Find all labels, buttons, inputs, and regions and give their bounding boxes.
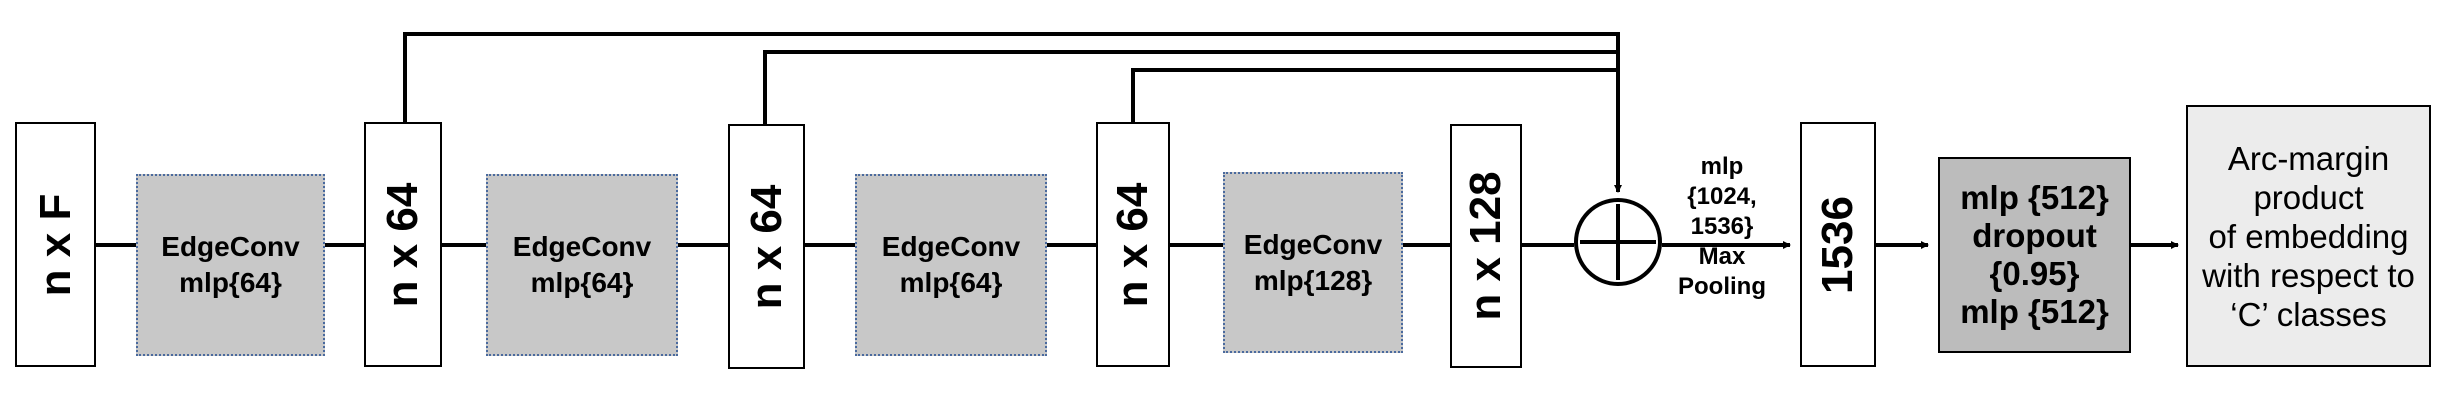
pooling-word: Pooling	[1678, 273, 1766, 300]
edgeconv-4-title: EdgeConv	[1243, 228, 1383, 260]
feature-tensor-2: n x 64	[728, 124, 805, 369]
arc-margin-line-1: Arc-margin	[2227, 139, 2390, 177]
arc-margin-line-2: product	[2253, 178, 2364, 216]
arc-margin-block: Arc-margin product of embedding with res…	[2186, 105, 2431, 367]
feature-tensor-1: n x 64	[364, 122, 442, 367]
edgeconv-block-3: EdgeConv mlp{64}	[855, 174, 1047, 356]
mlp-head-line-2: dropout	[1972, 217, 2097, 254]
skip-link-feat3	[1131, 68, 1618, 122]
feature-tensor-4-label: n x 128	[1461, 171, 1510, 321]
mlp-head-line-1: mlp {512}	[1960, 179, 2109, 216]
edgeconv-block-2: EdgeConv mlp{64}	[486, 174, 678, 356]
arc-margin-line-5: ‘C’ classes	[2230, 295, 2387, 333]
concat-tensor: 1536	[1800, 122, 1876, 367]
mlp-head-line-3: {0.95}	[1989, 255, 2080, 292]
concat-tensor-label: 1536	[1813, 195, 1862, 294]
arc-margin-line-3: of embedding	[2208, 217, 2409, 255]
input-tensor-label: n x F	[30, 193, 80, 296]
arc-margin-line-4: with respect to	[2202, 256, 2415, 294]
mlp-head-block: mlp {512} dropout {0.95} mlp {512}	[1938, 157, 2131, 353]
skip-link-feat2	[763, 50, 1618, 124]
pooling-mlp: mlp	[1700, 153, 1744, 180]
pooling-mlp-dim-1: {1024,	[1687, 183, 1757, 210]
edgeconv-2-mlp: mlp{64}	[530, 267, 634, 298]
feature-tensor-3-label: n x 64	[1108, 182, 1157, 307]
mlp-head-line-4: mlp {512}	[1960, 293, 2109, 330]
feature-tensor-3: n x 64	[1096, 122, 1170, 367]
edgeconv-block-4: EdgeConv mlp{128}	[1223, 172, 1403, 353]
sum-node	[1574, 198, 1662, 286]
edgeconv-block-1: EdgeConv mlp{64}	[136, 174, 325, 356]
edgeconv-3-title: EdgeConv	[881, 231, 1021, 262]
pooling-mlp-dim-2: 1536}	[1690, 213, 1754, 240]
skip-link-feat1	[403, 32, 1620, 185]
feature-tensor-4: n x 128	[1450, 124, 1522, 368]
feature-tensor-1-label: n x 64	[378, 182, 427, 307]
pooling-label: mlp {1024, 1536} Max Pooling	[1662, 152, 1782, 302]
edgeconv-3-mlp: mlp{64}	[899, 267, 1003, 298]
input-tensor: n x F	[15, 122, 96, 367]
edgeconv-4-mlp: mlp{128}	[1253, 264, 1373, 296]
edgeconv-1-title: EdgeConv	[161, 231, 300, 262]
edgeconv-2-title: EdgeConv	[512, 231, 652, 262]
feature-tensor-2-label: n x 64	[741, 184, 791, 309]
pooling-max: Max	[1698, 243, 1746, 270]
edgeconv-1-mlp: mlp{64}	[179, 267, 282, 298]
